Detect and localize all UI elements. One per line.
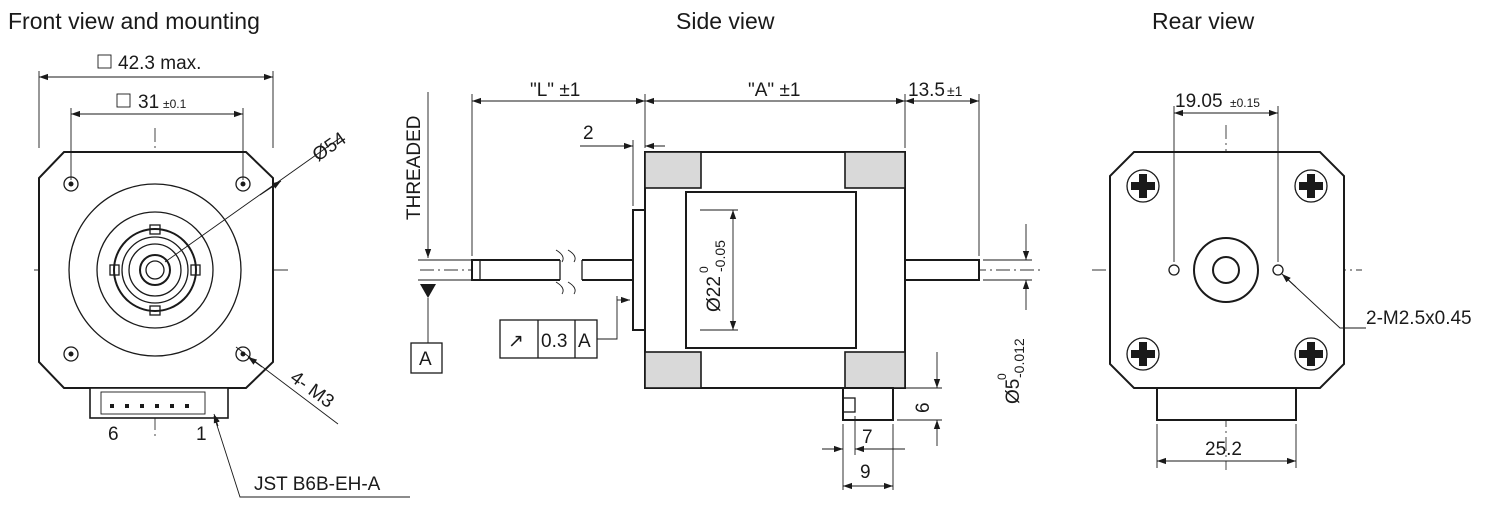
stator-stack [685, 191, 857, 349]
side-view-title: Side view [676, 8, 775, 34]
rear-view: 19.05 ±0.15 2-M2.5x0.45 25.2 [1092, 91, 1472, 470]
screw-bottom-left-icon [1126, 337, 1160, 371]
threaded-label: THREADED [404, 115, 425, 220]
front-bearing-outer [121, 236, 189, 304]
dim-rear-top-tolerance: ±0.15 [1230, 96, 1260, 110]
datum-triangle [420, 284, 436, 298]
front-view-title: Front view and mounting [8, 8, 260, 34]
dim-diameter-arrow [259, 180, 282, 196]
front-flange-bottom [644, 351, 702, 389]
fcf-value: 0.3 [541, 331, 567, 352]
dim-L-label: "L" ±1 [530, 80, 580, 101]
dim-rear-tolerance: ±1 [947, 83, 963, 99]
dim-5-value: Ø5 [1003, 379, 1024, 404]
dim-holes-arrow [247, 356, 263, 368]
rear-boss [1193, 237, 1259, 303]
square-symbol-icon-2 [116, 93, 131, 108]
datum-label: A [419, 349, 432, 370]
connector-label: JST B6B-EH-A [254, 474, 381, 495]
dim-7-label: 7 [862, 427, 873, 448]
rear-connector [1156, 387, 1297, 421]
rear-hole-right [1272, 264, 1284, 276]
dim-22-tol-lower: -0.05 [712, 240, 728, 272]
connector-leader [213, 415, 410, 498]
dim-diameter-leader [164, 137, 341, 263]
connector-leader-arrow [213, 413, 220, 427]
front-bearing-inner [128, 243, 182, 297]
fcf-leader [597, 296, 618, 340]
front-motor-body [38, 151, 274, 389]
front-shaft [471, 259, 634, 281]
front-connector-inner [100, 391, 206, 415]
dim-rear-holes-leader [1283, 275, 1366, 329]
rear-shaft-end [1212, 256, 1240, 284]
rear-flange-top [844, 151, 906, 189]
front-outer-circle [68, 183, 242, 357]
rear-flange-bottom [844, 351, 906, 389]
front-boss-circle [113, 228, 197, 312]
dim-22-tol-upper: 0 [697, 266, 711, 273]
front-pilot-circle [96, 211, 214, 329]
dim-rear-value: 13.5 [908, 80, 945, 101]
dim-6-label: 6 [913, 402, 934, 413]
front-flange-top [644, 151, 702, 189]
shaft-break-gap [560, 250, 582, 290]
dim-22-value: Ø22 [704, 276, 725, 312]
dim-rear-holes-arrow [1281, 273, 1297, 288]
dim-diameter-label: Ø54 [309, 128, 351, 166]
screw-top-left-icon [1126, 169, 1160, 203]
dim-holes-label: 4- M3 [286, 367, 338, 413]
dim-A-label: "A" ±1 [748, 80, 800, 101]
dim-5-tol-upper: 0 [995, 373, 1009, 380]
connector-pin-6-label: 6 [108, 424, 119, 445]
front-view: 6 1 42.3 max. [34, 53, 410, 498]
shaft-break-mark-top [555, 249, 576, 263]
pilot-boss [632, 209, 646, 331]
feature-control-frame: ↗ 0.3 A [499, 296, 630, 359]
rear-screws [1126, 169, 1328, 371]
front-shaft-inner [145, 260, 165, 280]
dim-hole-value: 31 [138, 92, 159, 113]
screw-top-right-icon [1294, 169, 1328, 203]
dim-rear-bottom-label: 25.2 [1205, 439, 1242, 460]
dim-rear-holes-label: 2-M2.5x0.45 [1366, 308, 1472, 329]
front-boss-tabs [109, 224, 201, 316]
dim-2-label: 2 [583, 123, 594, 144]
rear-view-title: Rear view [1152, 8, 1255, 34]
front-connector-pins [110, 404, 189, 408]
fcf-datum: A [578, 331, 591, 352]
datum-box [410, 342, 443, 374]
screw-bottom-right-icon [1294, 337, 1328, 371]
connector-pin-1-label: 1 [196, 424, 207, 445]
front-connector-housing [89, 387, 229, 419]
front-shaft-outer [139, 254, 171, 286]
dim-9-label: 9 [860, 462, 871, 483]
square-symbol-icon [97, 54, 112, 69]
side-connector [842, 387, 894, 421]
shaft-break-mark-bottom [555, 281, 576, 295]
rear-shaft [904, 259, 980, 281]
runout-symbol-icon: ↗ [508, 331, 524, 352]
dim-hole-tolerance: ±0.1 [163, 97, 187, 111]
rear-motor-body [1109, 151, 1345, 389]
dim-rear-top-value: 19.05 [1175, 91, 1223, 112]
dim-5-tol-lower: -0.012 [1011, 338, 1027, 378]
side-view: THREADED A "L" ±1 "A" ±1 13.5 ±1 2 Ø22 0 [404, 80, 1040, 490]
side-connector-latch [842, 397, 856, 413]
dim-outer-label: 42.3 max. [118, 53, 201, 74]
rear-hole-left [1168, 264, 1180, 276]
